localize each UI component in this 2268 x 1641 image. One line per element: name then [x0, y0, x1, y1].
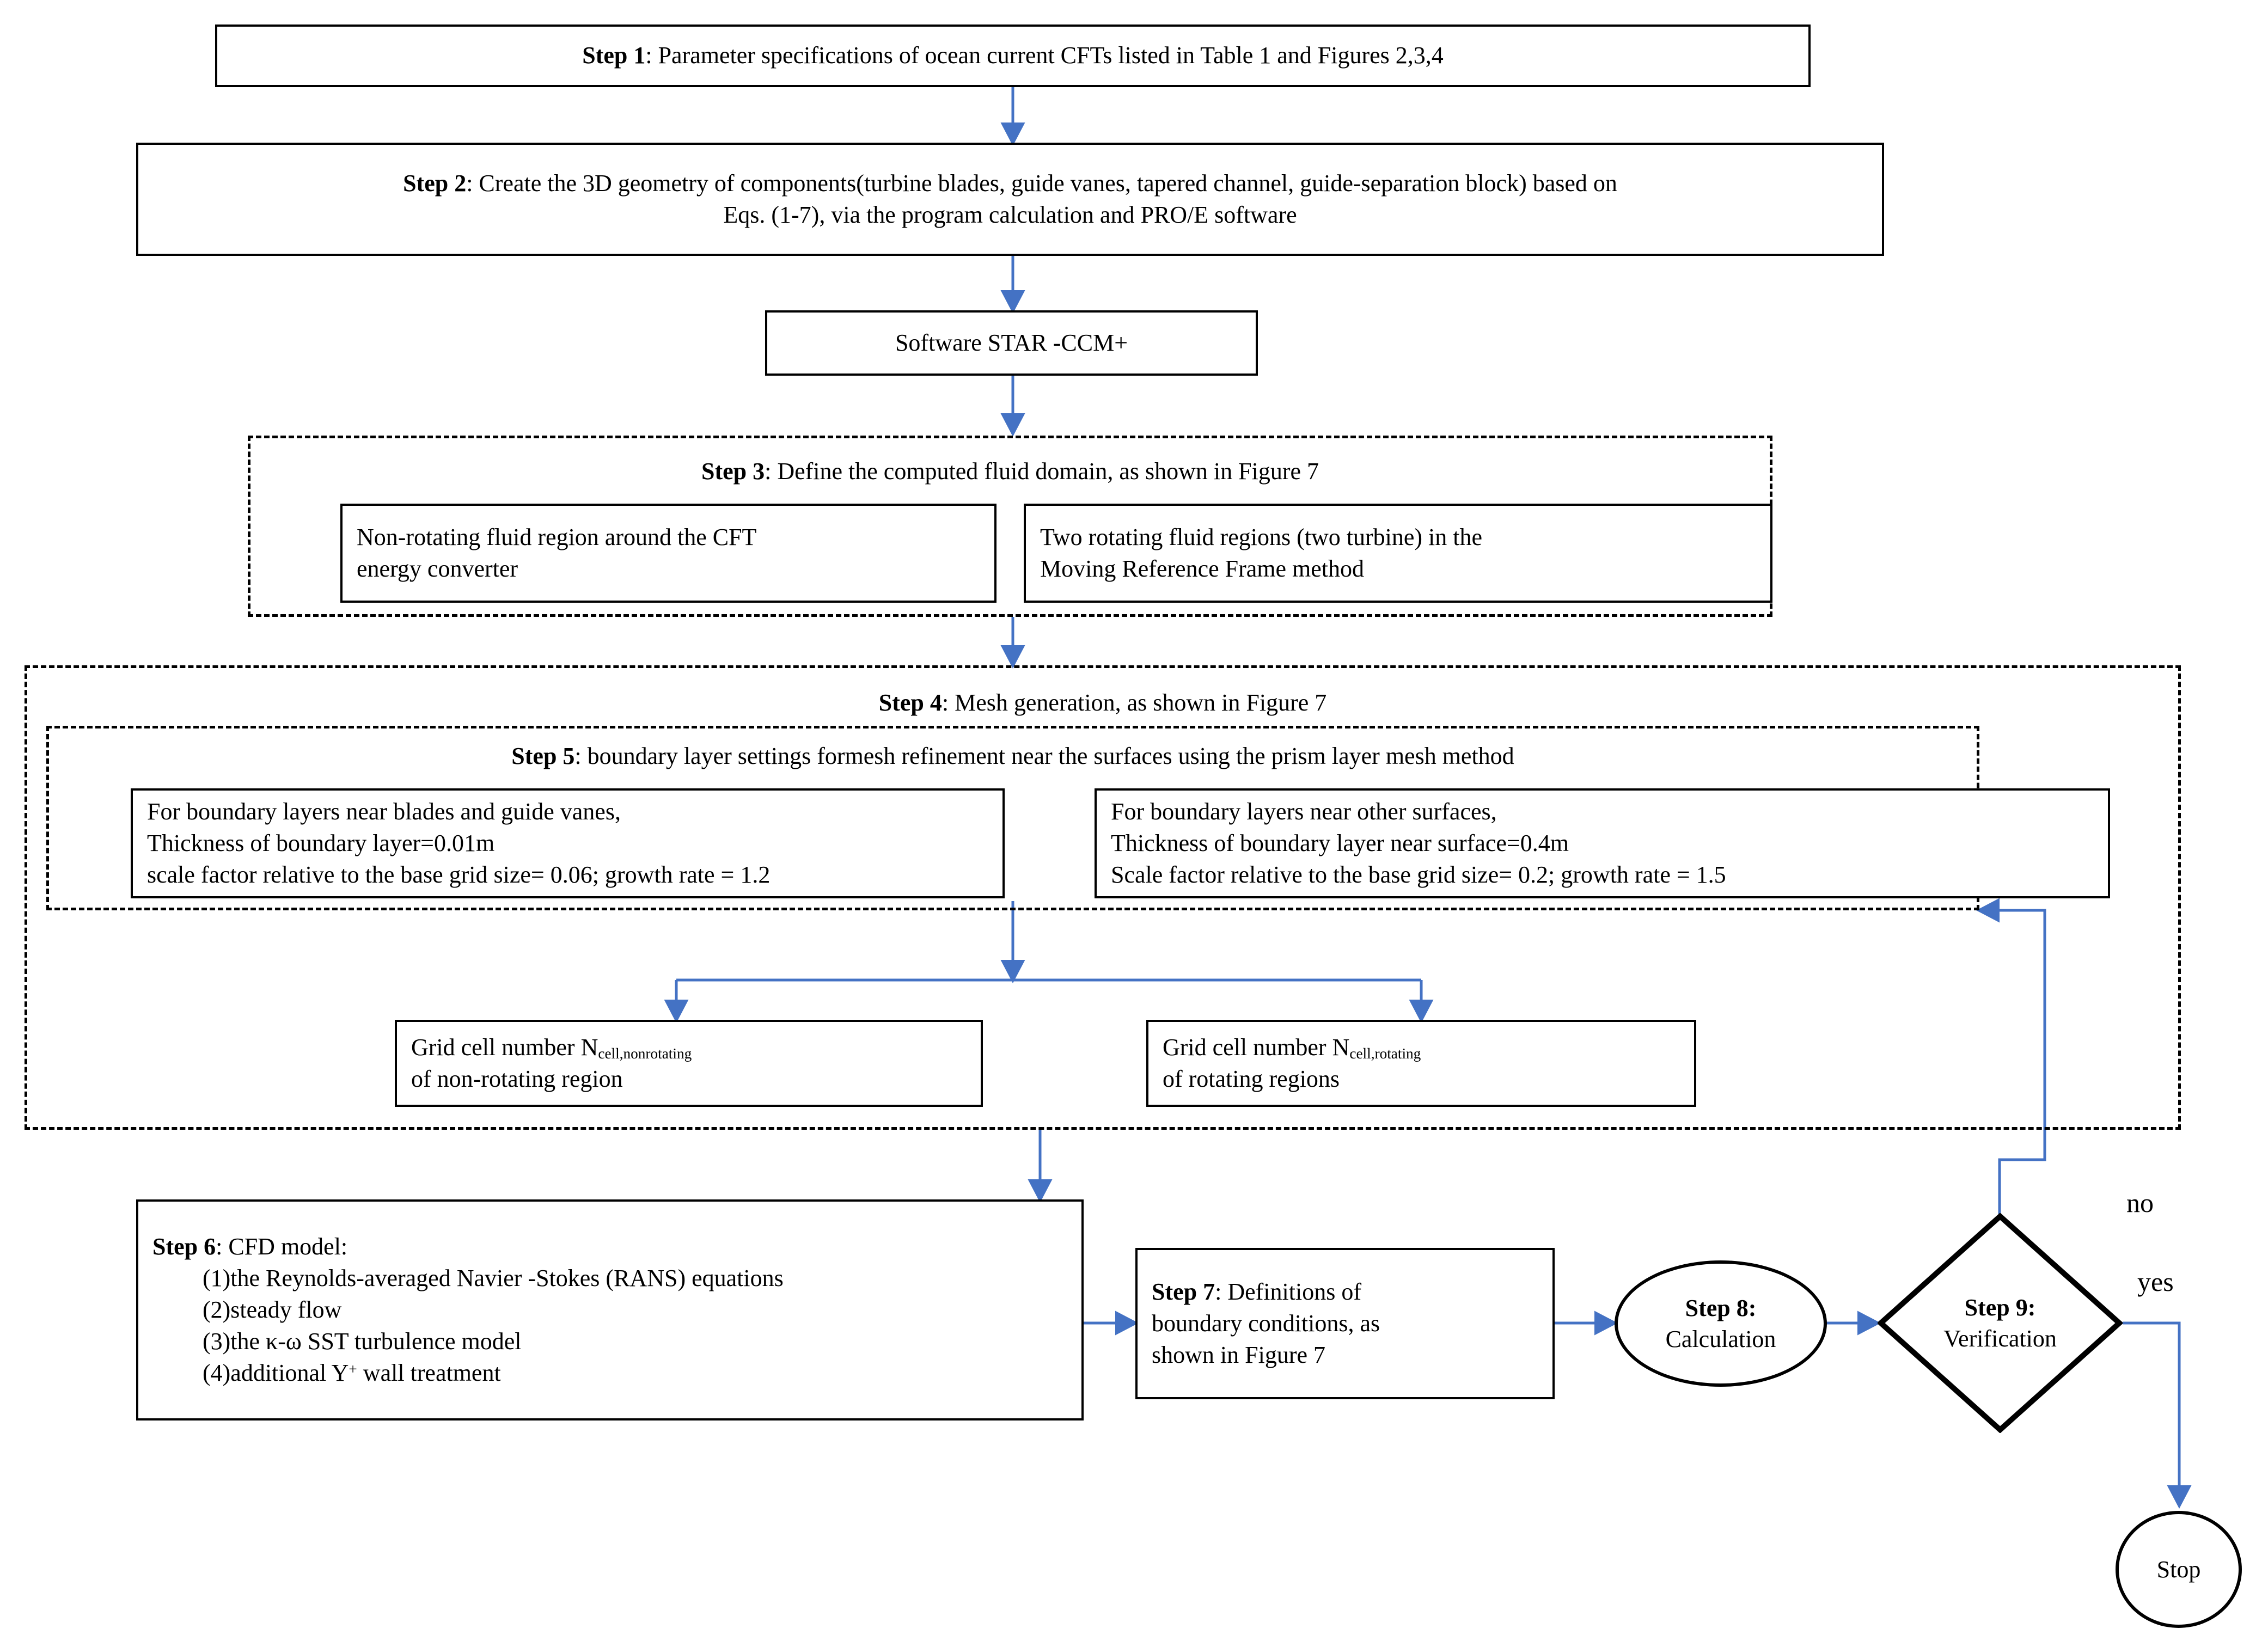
step9-line1: Step 9:	[1964, 1294, 2036, 1321]
node-step3-nonrotating[interactable]: Non-rotating fluid region around the CFT…	[340, 504, 997, 603]
node-step9-verification[interactable]: Step 9: Verification	[1878, 1213, 2123, 1433]
node-step6-cfd-model[interactable]: Step 6: CFD model: (1)the Reynolds-avera…	[136, 1199, 1084, 1420]
step2-line2: Eqs. (1-7), via the program calculation …	[723, 201, 1297, 228]
step5-left-line2: Thickness of boundary layer=0.01m	[147, 829, 495, 856]
diamond-shape	[1878, 1213, 2123, 1433]
step5-title-rest: : boundary layer settings formesh refine…	[574, 743, 1514, 769]
step3-left-line1: Non-rotating fluid region around the CFT	[357, 523, 757, 550]
node-step1[interactable]: Step 1: Parameter specifications of ocea…	[215, 25, 1811, 87]
step7-title-bold: Step 7	[1152, 1278, 1215, 1305]
node-step7-boundary-conditions[interactable]: Step 7: Definitions of boundary conditio…	[1135, 1248, 1555, 1399]
step7-line1: : Definitions of	[1215, 1278, 1361, 1305]
step4-title-rest: : Mesh generation, as shown in Figure 7	[942, 689, 1327, 716]
step6-item-1: (1)the Reynolds-averaged Navier -Stokes …	[203, 1264, 784, 1291]
step6-item-4-pre: (4)additional Y	[203, 1360, 349, 1387]
step4-title-bold: Step 4	[878, 689, 942, 716]
grid-rot-line2: of rotating regions	[1163, 1066, 1340, 1092]
node-step5-blades-vanes[interactable]: For boundary layers near blades and guid…	[131, 788, 1005, 898]
group-step4	[25, 665, 2181, 1130]
edge-label-yes: yes	[2137, 1266, 2174, 1297]
edge-label-no: no	[2126, 1187, 2154, 1218]
group-step3-title: Step 3: Define the computed fluid domain…	[248, 457, 1772, 485]
step5-title-bold: Step 5	[511, 743, 575, 769]
step1-label-rest: : Parameter specifications of ocean curr…	[645, 42, 1444, 69]
grid-nonrot-subscript: cell,nonrotating	[598, 1045, 692, 1062]
step5-right-line2: Thickness of boundary layer near surface…	[1111, 829, 1569, 856]
step6-item-4-sup: +	[349, 1361, 357, 1377]
step3-left-line2: energy converter	[357, 555, 518, 582]
step5-right-line1: For boundary layers near other surfaces,	[1111, 798, 1497, 825]
step6-item-4-post: wall treatment	[357, 1360, 501, 1387]
step6-item-4: (4)additional Y+ wall treatment	[152, 1357, 1067, 1389]
step3-right-line2: Moving Reference Frame method	[1040, 555, 1365, 582]
step5-right-line3: Scale factor relative to the base grid s…	[1111, 861, 1726, 889]
step5-left-line1: For boundary layers near blades and guid…	[147, 798, 621, 825]
step2-line1: : Create the 3D geometry of components(t…	[466, 169, 1617, 197]
step7-line3: shown in Figure 7	[1152, 1342, 1325, 1369]
step1-label-bold: Step 1	[582, 42, 646, 69]
stop-label: Stop	[2156, 1556, 2201, 1583]
node-step5-other-surfaces[interactable]: For boundary layers near other surfaces,…	[1095, 788, 2110, 898]
step7-line2: boundary conditions, as	[1152, 1309, 1380, 1337]
step2-label-bold: Step 2	[403, 169, 467, 197]
node-step8-calculation[interactable]: Step 8: Calculation	[1615, 1260, 1827, 1387]
node-grid-cells-nonrotating[interactable]: Grid cell number Ncell,nonrotating of no…	[395, 1020, 983, 1107]
step3-title-rest: : Define the computed fluid domain, as s…	[765, 458, 1319, 485]
step8-line2: Calculation	[1665, 1326, 1776, 1352]
software-label: Software STAR -CCM+	[895, 329, 1128, 356]
step6-item-3: (3)the κ-ω SST turbulence model	[203, 1328, 522, 1355]
grid-rot-subscript: cell,rotating	[1349, 1045, 1421, 1062]
node-grid-cells-rotating[interactable]: Grid cell number Ncell,rotating of rotat…	[1146, 1020, 1696, 1107]
grid-rot-pre: Grid cell number N	[1163, 1033, 1350, 1061]
node-step3-rotating[interactable]: Two rotating fluid regions (two turbine)…	[1024, 504, 1772, 603]
grid-nonrot-line2: of non-rotating region	[411, 1066, 623, 1092]
group-step5-title: Step 5: boundary layer settings formesh …	[46, 742, 1979, 770]
step6-title-bold: Step 6	[152, 1233, 216, 1260]
node-software-starccm[interactable]: Software STAR -CCM+	[765, 310, 1258, 376]
step3-title-bold: Step 3	[701, 458, 765, 485]
group-step4-title: Step 4: Mesh generation, as shown in Fig…	[25, 689, 2181, 717]
step3-right-line1: Two rotating fluid regions (two turbine)…	[1040, 523, 1482, 550]
step9-line2: Verification	[1943, 1325, 2057, 1352]
node-step2[interactable]: Step 2: Create the 3D geometry of compon…	[136, 143, 1884, 256]
node-stop[interactable]: Stop	[2116, 1511, 2242, 1628]
step5-left-line3: scale factor relative to the base grid s…	[147, 861, 771, 889]
step6-title-rest: : CFD model:	[216, 1233, 348, 1260]
grid-nonrot-pre: Grid cell number N	[411, 1033, 598, 1061]
step6-item-2: (2)steady flow	[203, 1296, 342, 1323]
step9-label: Step 9: Verification	[1878, 1213, 2123, 1433]
step8-line1: Step 8:	[1685, 1294, 1757, 1321]
